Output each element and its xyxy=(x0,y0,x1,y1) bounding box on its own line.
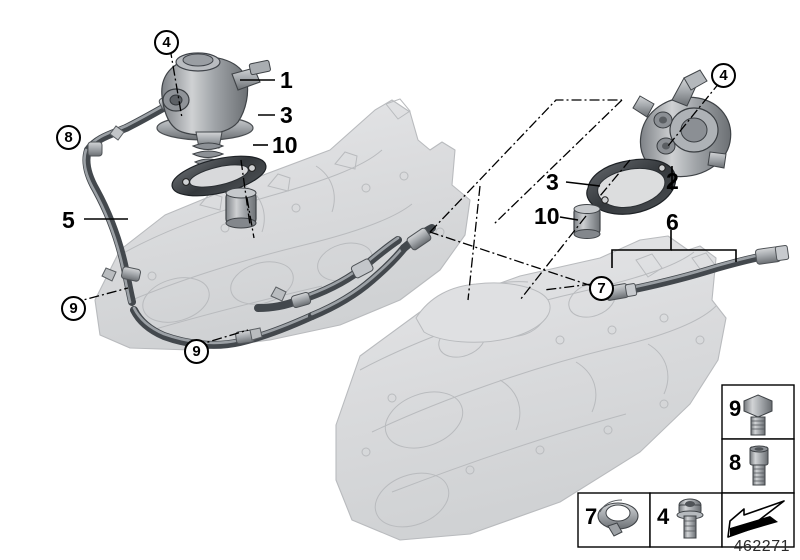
ghost-head-detail-left xyxy=(119,98,445,331)
diagram-id-number: 462271 xyxy=(733,538,790,555)
torx-flange-bolt-icon xyxy=(676,498,704,539)
legend-number-8: 8 xyxy=(729,450,742,475)
legend-cell-4 xyxy=(649,492,723,548)
label-3-left: 3 xyxy=(280,102,293,128)
legend-cell-8 xyxy=(721,438,795,494)
direction-arrow-icon xyxy=(727,500,785,538)
callout-7[interactable]: 7 xyxy=(589,276,614,301)
label-10-right: 10 xyxy=(534,203,560,229)
retaining-clip-icon xyxy=(597,499,639,537)
fuel-line-5-fittings xyxy=(87,93,263,345)
plunger-tappet-right xyxy=(573,204,601,239)
ghost-head-detail-right xyxy=(359,251,717,528)
callout-9-upper[interactable]: 9 xyxy=(61,296,86,321)
legend-number-4: 4 xyxy=(657,504,670,529)
socket-head-bolt-icon xyxy=(749,445,769,486)
legend-number-7: 7 xyxy=(585,504,598,529)
label-6: 6 xyxy=(666,209,679,235)
label-1: 1 xyxy=(280,67,293,93)
callout-8[interactable]: 8 xyxy=(56,125,81,150)
legend-cell-7 xyxy=(577,492,651,548)
legend-number-9: 9 xyxy=(729,396,742,421)
legend-cell-arrow xyxy=(721,492,795,548)
hex-head-bolt-icon xyxy=(743,394,773,436)
leader-lines xyxy=(84,79,737,268)
alignment-axes xyxy=(71,47,721,347)
legend-panel xyxy=(577,384,795,548)
high-pressure-fuel-pump-left xyxy=(156,52,271,166)
label-2: 2 xyxy=(666,168,679,194)
high-pressure-fuel-pump-right xyxy=(632,69,732,178)
callout-4-right[interactable]: 4 xyxy=(711,63,736,88)
label-10-left: 10 xyxy=(272,132,298,158)
callout-4-left[interactable]: 4 xyxy=(154,30,179,55)
callout-9-lower[interactable]: 9 xyxy=(184,339,209,364)
pump-gasket-right xyxy=(586,158,677,215)
label-3-right: 3 xyxy=(546,169,559,195)
label-5: 5 xyxy=(62,207,75,233)
legend-cell-9 xyxy=(721,384,795,440)
